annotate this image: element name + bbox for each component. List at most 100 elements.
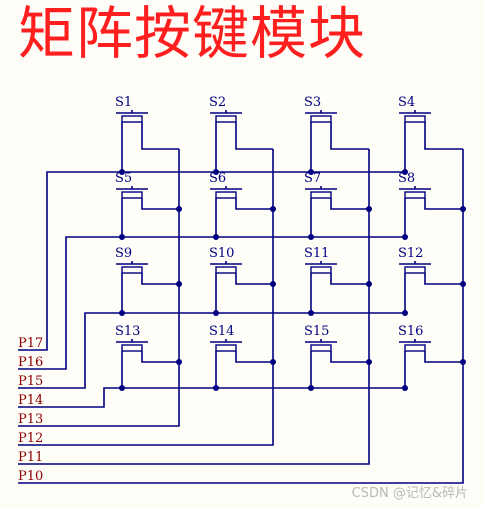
switch-s13: S13 bbox=[115, 324, 179, 388]
switch-contacts bbox=[215, 191, 237, 199]
switch-label: S3 bbox=[304, 95, 321, 110]
switch-contacts bbox=[215, 115, 237, 123]
column-bus bbox=[18, 149, 180, 427]
port-label-p11: P11 bbox=[18, 450, 43, 465]
watermark: CSDN @记忆&碎片 bbox=[351, 486, 468, 501]
junction-dot bbox=[213, 385, 219, 391]
junctions bbox=[119, 169, 466, 391]
column-bus bbox=[18, 149, 370, 465]
switch-label: S15 bbox=[304, 324, 329, 339]
switch-s3: S3 bbox=[304, 95, 369, 172]
port-label-p12: P12 bbox=[18, 431, 43, 446]
row-bus bbox=[18, 312, 405, 389]
switch-s9: S9 bbox=[115, 246, 179, 313]
switch-s15: S15 bbox=[304, 324, 369, 388]
switch-contacts bbox=[310, 344, 332, 352]
junction-dot bbox=[308, 310, 314, 316]
switch-col-lead bbox=[330, 122, 369, 150]
junction-dot bbox=[213, 234, 219, 240]
switch-contacts bbox=[121, 191, 143, 199]
column-bus bbox=[18, 149, 274, 446]
junction-dot bbox=[402, 385, 408, 391]
switch-col-lead bbox=[330, 351, 369, 363]
switch-label: S1 bbox=[115, 95, 132, 110]
switch-col-lead bbox=[141, 273, 179, 285]
switch-col-lead bbox=[235, 198, 273, 210]
switch-label: S7 bbox=[304, 171, 321, 186]
switch-label: S14 bbox=[209, 324, 234, 339]
column-bus bbox=[18, 149, 464, 484]
switch-s12: S12 bbox=[398, 246, 463, 313]
junction-dot bbox=[366, 206, 372, 212]
row-bus bbox=[18, 236, 405, 370]
junction-dot bbox=[119, 310, 125, 316]
junction-dot bbox=[119, 385, 125, 391]
diagram-title: 矩阵按键模块 bbox=[18, 1, 366, 67]
switch-label: S12 bbox=[398, 246, 423, 261]
switch-col-lead bbox=[424, 351, 463, 363]
switch-label: S16 bbox=[398, 324, 423, 339]
junction-dot bbox=[460, 206, 466, 212]
wires bbox=[18, 149, 464, 484]
switch-contacts bbox=[404, 344, 426, 352]
row-bus bbox=[18, 171, 405, 351]
junction-dot bbox=[308, 169, 314, 175]
switch-s10: S10 bbox=[209, 246, 273, 313]
switch-label: S5 bbox=[115, 171, 132, 186]
junction-dot bbox=[176, 281, 182, 287]
switch-col-lead bbox=[235, 122, 273, 150]
switch-col-lead bbox=[424, 273, 463, 285]
switch-contacts bbox=[310, 266, 332, 274]
junction-dot bbox=[460, 359, 466, 365]
port-label-p14: P14 bbox=[18, 393, 43, 408]
switch-label: S11 bbox=[304, 246, 329, 261]
switch-col-lead bbox=[141, 122, 179, 150]
switch-contacts bbox=[215, 344, 237, 352]
switch-s16: S16 bbox=[398, 324, 463, 388]
junction-dot bbox=[119, 169, 125, 175]
port-label-p16: P16 bbox=[18, 355, 43, 370]
switch-contacts bbox=[404, 191, 426, 199]
switch-s5: S5 bbox=[115, 171, 179, 237]
junction-dot bbox=[176, 206, 182, 212]
switch-col-lead bbox=[235, 351, 273, 363]
switch-label: S10 bbox=[209, 246, 234, 261]
switch-contacts bbox=[121, 115, 143, 123]
switch-s7: S7 bbox=[304, 171, 369, 237]
switch-col-lead bbox=[330, 273, 369, 285]
switch-contacts bbox=[404, 266, 426, 274]
switch-contacts bbox=[310, 191, 332, 199]
switch-col-lead bbox=[330, 198, 369, 210]
switch-col-lead bbox=[141, 351, 179, 363]
switch-contacts bbox=[121, 344, 143, 352]
junction-dot bbox=[308, 234, 314, 240]
junction-dot bbox=[119, 234, 125, 240]
switch-s14: S14 bbox=[209, 324, 273, 388]
switch-label: S4 bbox=[398, 95, 415, 110]
junction-dot bbox=[270, 206, 276, 212]
port-label-p15: P15 bbox=[18, 374, 43, 389]
junction-dot bbox=[270, 359, 276, 365]
switch-label: S9 bbox=[115, 246, 132, 261]
junction-dot bbox=[366, 359, 372, 365]
switch-s6: S6 bbox=[209, 171, 273, 237]
switch-s8: S8 bbox=[398, 171, 463, 237]
junction-dot bbox=[366, 281, 372, 287]
port-label-p10: P10 bbox=[18, 469, 43, 484]
junction-dot bbox=[213, 169, 219, 175]
junction-dot bbox=[308, 385, 314, 391]
junction-dot bbox=[176, 359, 182, 365]
switch-label: S13 bbox=[115, 324, 140, 339]
switch-col-lead bbox=[424, 198, 463, 210]
junction-dot bbox=[402, 169, 408, 175]
switch-contacts bbox=[121, 266, 143, 274]
switch-s2: S2 bbox=[209, 95, 273, 172]
junction-dot bbox=[402, 234, 408, 240]
switch-contacts bbox=[215, 266, 237, 274]
switch-contacts bbox=[404, 115, 426, 123]
switch-contacts bbox=[310, 115, 332, 123]
switch-col-lead bbox=[141, 198, 179, 210]
